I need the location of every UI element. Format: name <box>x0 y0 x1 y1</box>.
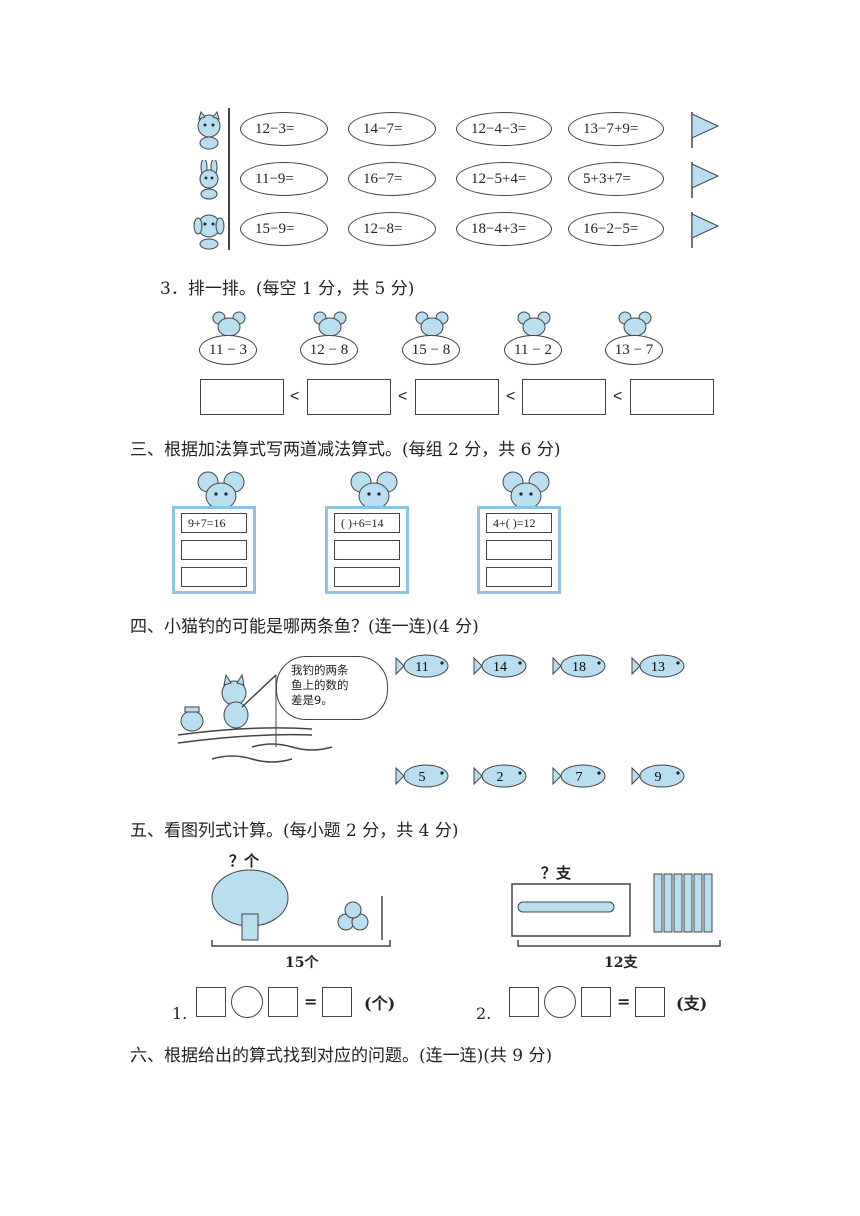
mouse-icon <box>212 311 246 336</box>
arith-cell: 13−7+9= <box>568 112 664 146</box>
answer-box[interactable] <box>196 987 226 1017</box>
fish-number: 2 <box>497 770 504 785</box>
rabbit-icon <box>199 160 219 200</box>
arith-cell: 12−3= <box>240 112 328 146</box>
less-than-sign: < <box>290 388 300 405</box>
arith-cell: 5+3+7= <box>568 162 664 196</box>
arith-cell: 18−4+3= <box>456 212 552 246</box>
mouse-icon <box>517 311 551 336</box>
section-5-heading: 五、看图列式计算。(每小题 2 分，共 4 分) <box>130 821 459 841</box>
answer-box[interactable] <box>268 987 298 1017</box>
fish-number: 11 <box>415 660 428 675</box>
operator-circle[interactable] <box>231 986 263 1018</box>
fish-number: 14 <box>493 660 507 675</box>
less-than-sign: < <box>506 388 516 405</box>
answer-box[interactable] <box>522 379 606 415</box>
fishing-cat-illustration <box>177 673 333 763</box>
answer-line[interactable] <box>181 540 247 560</box>
arith-cell: 14−7= <box>348 112 436 146</box>
equals-sign: = <box>617 992 631 1011</box>
problem-index: 2. <box>476 1004 492 1023</box>
mouse-icon <box>197 471 245 510</box>
fish-icon[interactable]: 9 <box>630 762 688 790</box>
question-label: ？支 <box>541 864 572 882</box>
answer-line[interactable] <box>334 567 400 587</box>
divider-left <box>228 108 230 250</box>
fish-icon[interactable]: 18 <box>551 652 609 680</box>
speech-bubble: 我钓的两条 鱼上的数的 差是9。 <box>276 656 388 720</box>
fish-number: 18 <box>572 660 586 675</box>
pens-illustration <box>511 873 721 947</box>
sort-item: 15 − 8 <box>402 335 460 365</box>
tree-apples-illustration <box>211 869 391 947</box>
unit-label: (个) <box>364 994 396 1013</box>
answer-box[interactable] <box>200 379 284 415</box>
arith-cell: 16−2−5= <box>568 212 664 246</box>
cat-icon <box>197 110 221 150</box>
answer-box[interactable] <box>581 987 611 1017</box>
fish-number: 9 <box>655 770 662 785</box>
arith-cell: 11−9= <box>240 162 328 196</box>
speech-line: 差是9。 <box>291 693 333 707</box>
q3-heading: 3．排一排。(每空 1 分，共 5 分) <box>160 279 415 299</box>
section-6-heading: 六、根据给出的算式找到对应的问题。(连一连)(共 9 分) <box>130 1046 553 1066</box>
given-equation: 9+7=16 <box>181 513 247 533</box>
sort-item: 11 − 2 <box>504 335 562 365</box>
answer-box[interactable] <box>635 987 665 1017</box>
arith-cell: 12−4−3= <box>456 112 552 146</box>
mouse-icon <box>415 311 449 336</box>
mouse-icon <box>350 471 398 510</box>
equation-card: 9+7=16 <box>172 506 256 594</box>
mouse-icon <box>502 471 550 510</box>
less-than-sign: < <box>613 388 623 405</box>
answer-box[interactable] <box>509 987 539 1017</box>
sort-item: 13 − 7 <box>605 335 663 365</box>
operator-circle[interactable] <box>544 986 576 1018</box>
answer-box[interactable] <box>322 987 352 1017</box>
fish-icon[interactable]: 13 <box>630 652 688 680</box>
speech-line: 我钓的两条 <box>291 663 349 677</box>
fish-icon[interactable]: 2 <box>472 762 530 790</box>
arith-cell: 15−9= <box>240 212 328 246</box>
fish-icon[interactable]: 11 <box>394 652 452 680</box>
mouse-icon <box>313 311 347 336</box>
given-equation: ( )+6=14 <box>334 513 400 533</box>
answer-line[interactable] <box>181 567 247 587</box>
arith-cell: 12−5+4= <box>456 162 552 196</box>
less-than-sign: < <box>398 388 408 405</box>
fish-icon[interactable]: 7 <box>551 762 609 790</box>
answer-box[interactable] <box>307 379 391 415</box>
answer-line[interactable] <box>334 540 400 560</box>
flag-icon <box>691 162 720 198</box>
fish-number: 5 <box>419 770 426 785</box>
given-equation: 4+( )=12 <box>486 513 552 533</box>
sort-item: 11 − 3 <box>199 335 257 365</box>
fish-icon[interactable]: 14 <box>472 652 530 680</box>
equation-card: ( )+6=14 <box>325 506 409 594</box>
equation-card: 4+( )=12 <box>477 506 561 594</box>
total-label: 12支 <box>604 955 638 971</box>
problem-index: 1. <box>172 1004 188 1023</box>
arith-cell: 16−7= <box>348 162 436 196</box>
fish-number: 13 <box>651 660 665 675</box>
equals-sign: = <box>304 992 318 1011</box>
fish-number: 7 <box>576 770 583 785</box>
flag-icon <box>691 212 720 248</box>
answer-box[interactable] <box>415 379 499 415</box>
section-4-heading: 四、小猫钓的可能是哪两条鱼？(连一连)(4 分) <box>130 617 479 637</box>
answer-box[interactable] <box>630 379 714 415</box>
speech-line: 鱼上的数的 <box>291 678 349 692</box>
question-label: ？个 <box>229 852 260 870</box>
mouse-icon <box>618 311 652 336</box>
unit-label: (支) <box>676 994 708 1013</box>
section-3-heading: 三、根据加法算式写两道减法算式。(每组 2 分，共 6 分) <box>130 440 561 460</box>
flag-icon <box>691 112 720 148</box>
sort-item: 12 − 8 <box>300 335 358 365</box>
answer-line[interactable] <box>486 567 552 587</box>
arith-cell: 12−8= <box>348 212 436 246</box>
fish-icon[interactable]: 5 <box>394 762 452 790</box>
total-label: 15个 <box>285 955 319 971</box>
dog-icon <box>193 214 225 250</box>
answer-line[interactable] <box>486 540 552 560</box>
